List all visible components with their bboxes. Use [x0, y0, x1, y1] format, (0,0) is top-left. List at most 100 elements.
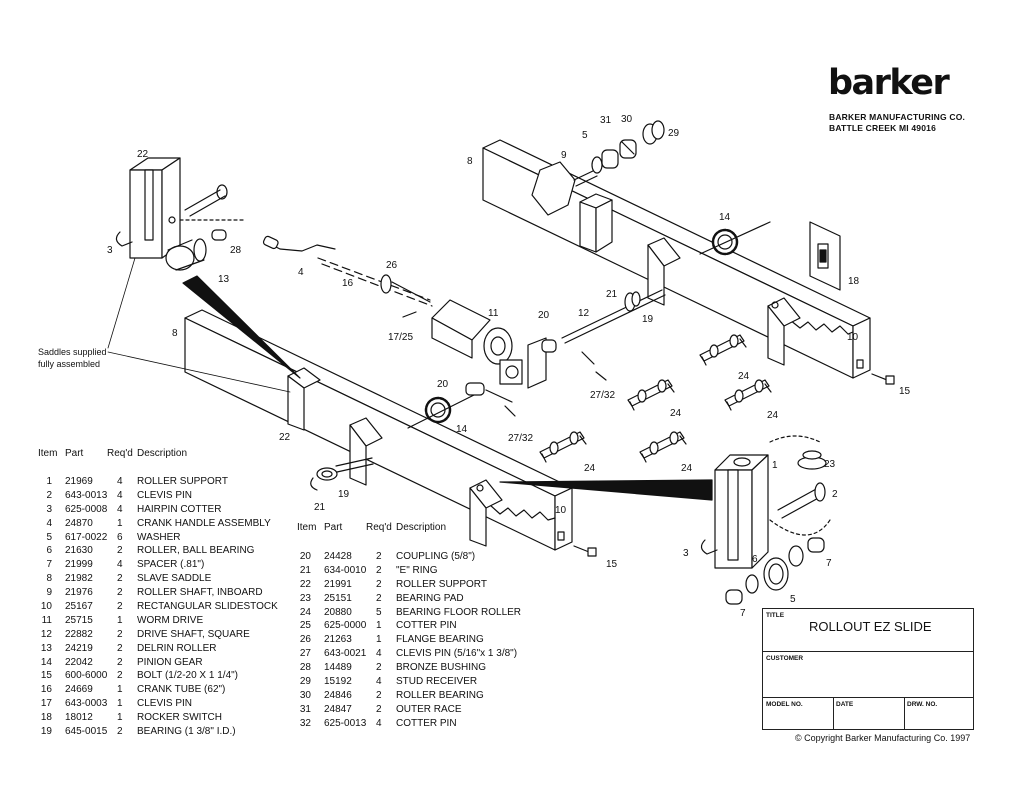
- part-qty: 1: [117, 614, 123, 626]
- part-description: BEARING FLOOR ROLLER: [396, 606, 522, 618]
- part-qty: 4: [117, 476, 123, 487]
- part-number: 21630: [65, 545, 93, 557]
- upper-bearing-stack: [573, 120, 665, 187]
- part-qty: 4: [117, 559, 123, 571]
- callout: 21: [314, 502, 326, 513]
- parts-header-right: Item Part Req'd Description: [297, 522, 517, 534]
- coupling-20-lower: [465, 382, 516, 417]
- part-number: 24669: [65, 684, 93, 696]
- part-qty: 2: [117, 587, 123, 599]
- callout: 6: [752, 554, 758, 565]
- customer-label: CUSTOMER: [766, 655, 804, 662]
- part-item: 18: [40, 712, 52, 724]
- callout: 19: [338, 489, 350, 500]
- part-number: 24846: [324, 689, 352, 701]
- lower-bearing-19: [310, 457, 374, 491]
- part-number: 24219: [65, 642, 93, 654]
- part-number: 21991: [324, 578, 352, 590]
- part-number: 645-0015: [65, 726, 108, 738]
- callout: 24: [767, 410, 779, 421]
- part-qty: 2: [376, 689, 382, 701]
- part-qty: 1: [117, 684, 123, 696]
- part-number: 24870: [65, 517, 93, 529]
- note-line: fully assembled: [38, 359, 101, 369]
- callout: 5: [582, 130, 588, 141]
- part-description: ROLLER SHAFT, INBOARD: [137, 587, 263, 599]
- part-qty: 2: [376, 592, 382, 604]
- callout: 8: [172, 328, 178, 339]
- part-qty: 2: [117, 726, 123, 738]
- roller-support-22: [115, 157, 246, 271]
- divider: [904, 697, 905, 729]
- part-item: 6: [46, 545, 52, 557]
- model-label: MODEL NO.: [766, 701, 803, 708]
- part-item: 29: [299, 676, 311, 688]
- barker-logo: barker: [828, 63, 950, 103]
- part-qty: 1: [117, 712, 123, 724]
- part-number: 634-0010: [324, 564, 367, 576]
- part-qty: 2: [117, 573, 123, 585]
- part-description: RECTANGULAR SLIDESTOCK: [137, 601, 278, 613]
- callout: 11: [488, 308, 499, 319]
- part-description: CLEVIS PIN: [137, 489, 193, 501]
- part-item: 28: [299, 662, 311, 674]
- part-qty: 6: [117, 531, 123, 543]
- part-description: COUPLING (5/8"): [396, 551, 476, 562]
- note-line: Saddles supplied: [38, 347, 107, 357]
- callout: 21: [606, 289, 618, 300]
- callout: 14: [719, 212, 731, 223]
- pinion-gear-upper: [699, 221, 771, 256]
- callout: 5: [790, 594, 796, 605]
- pointer-wedge-1: [499, 479, 713, 501]
- part-item: 8: [46, 573, 52, 585]
- company-city: BATTLE CREEK MI 49016: [829, 123, 937, 133]
- part-description: FLANGE BEARING: [396, 634, 484, 646]
- callout: 16: [342, 278, 354, 289]
- part-qty: 2: [376, 662, 382, 674]
- part-item: 22: [299, 578, 311, 590]
- part-item: 3: [46, 503, 52, 515]
- part-item: 21: [299, 564, 311, 576]
- part-description: ROCKER SWITCH: [137, 712, 222, 724]
- callout: 28: [230, 245, 242, 256]
- part-number: 22882: [65, 628, 93, 640]
- upper-saddles: [579, 193, 801, 366]
- part-qty: 5: [376, 606, 382, 618]
- callout: 22: [137, 149, 149, 160]
- leader-lines: [107, 257, 291, 393]
- callout: 7: [740, 608, 746, 619]
- part-number: 22042: [65, 656, 93, 668]
- part-description: CRANK TUBE (62"): [137, 684, 226, 696]
- part-description: COTTER PIN: [396, 620, 457, 632]
- part-number: 643-0003: [65, 698, 108, 710]
- part-item: 20: [299, 551, 311, 562]
- drawing-number-label: DRW. NO.: [907, 701, 938, 708]
- ball-bearing-6: [725, 537, 825, 605]
- part-number: 625-0000: [324, 620, 367, 632]
- part-number: 643-0013: [65, 489, 108, 501]
- part-qty: 1: [376, 620, 382, 632]
- callout: 8: [467, 156, 473, 167]
- part-number: 643-0021: [324, 648, 367, 660]
- part-number: 21982: [65, 573, 93, 585]
- callout: 26: [386, 260, 398, 271]
